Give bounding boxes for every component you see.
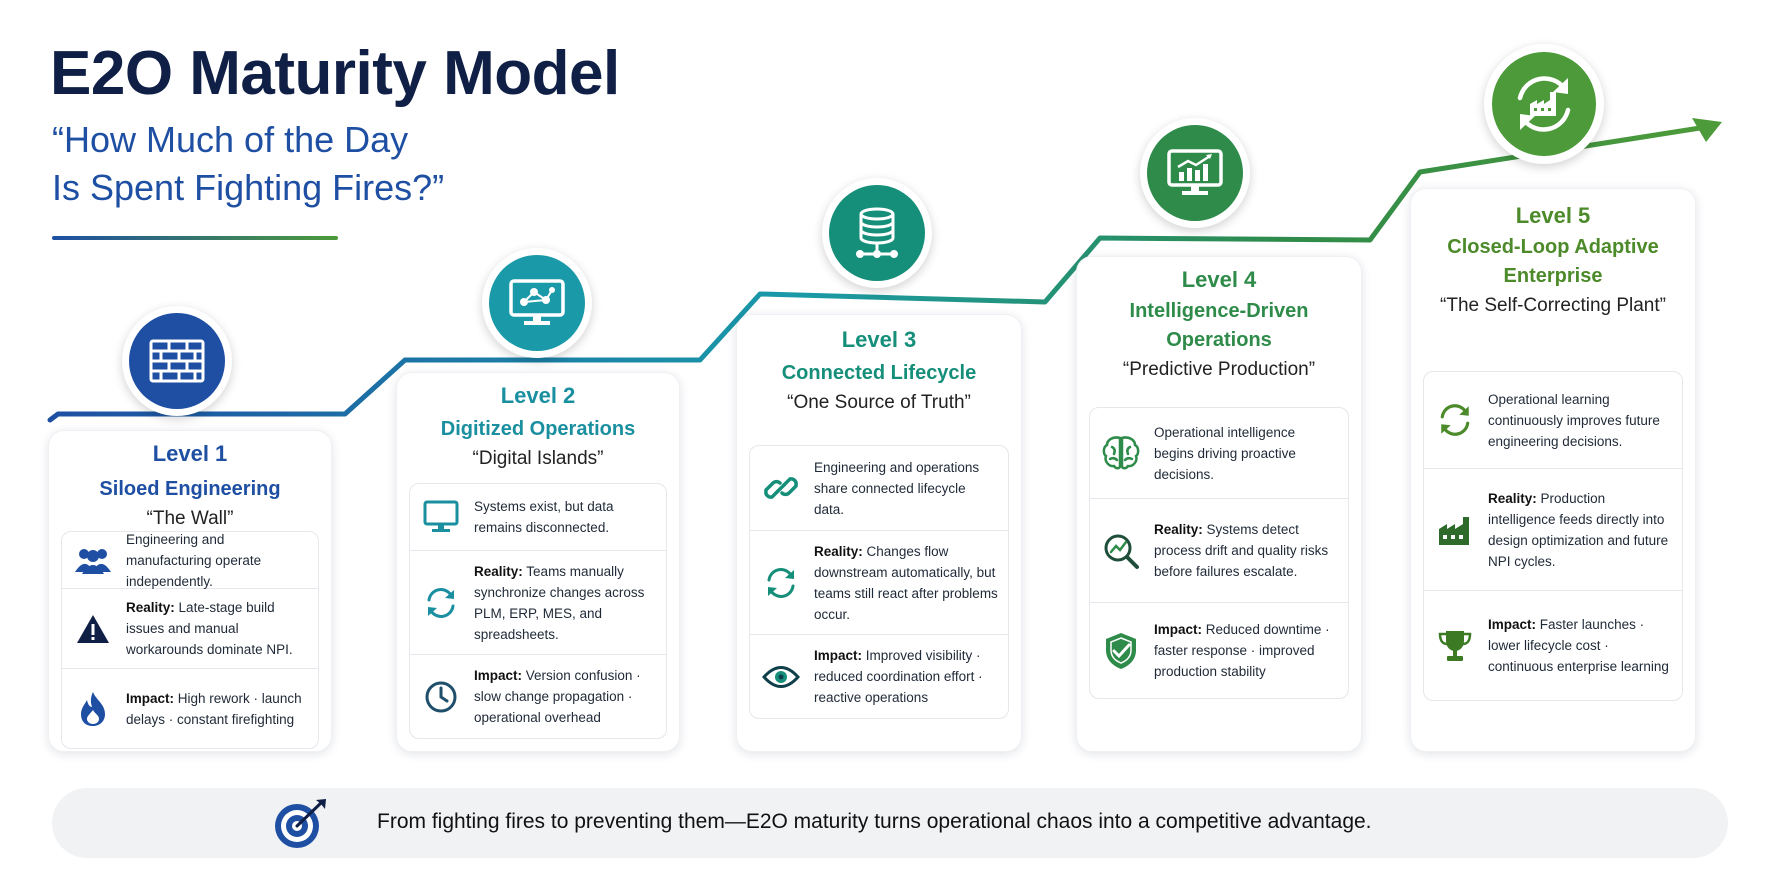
- level-3-header: Level 3 Connected Lifecycle “One Source …: [737, 315, 1021, 414]
- brick-wall-icon: [129, 313, 225, 409]
- level-5-items: Operational learning continuously improv…: [1423, 371, 1683, 701]
- level-5-name-line-1: Closed-Loop Adaptive: [1447, 236, 1659, 258]
- level-4-badge: [1140, 118, 1250, 228]
- level-2-tagline: “Digital Islands”: [472, 448, 604, 469]
- list-item: Impact: Faster launches · lower lifecycl…: [1424, 590, 1682, 700]
- eye-icon: [758, 664, 804, 690]
- level-1-tagline: “The Wall”: [146, 508, 234, 529]
- list-item: Reality: Late-stage build issues and man…: [62, 588, 318, 668]
- item-text: Operational learning continuously improv…: [1488, 391, 1660, 449]
- level-3-card: Level 3 Connected Lifecycle “One Source …: [736, 314, 1022, 752]
- link-icon: [758, 471, 804, 505]
- people-icon: [70, 546, 116, 574]
- level-1-number: Level 1: [152, 441, 228, 466]
- subtitle-line-1: “How Much of the Day: [52, 119, 409, 160]
- item-text: Reality: Production intelligence feeds d…: [1488, 490, 1669, 569]
- level-2-name: Digitized Operations: [440, 418, 636, 440]
- level-1-header: Level 1 Siloed Engineering “The Wall”: [49, 431, 331, 530]
- level-2-card: Level 2 Digitized Operations “Digital Is…: [396, 372, 680, 752]
- level-4-tagline: “Predictive Production”: [1122, 359, 1316, 380]
- item-text: Engineering and manufacturing operate in…: [126, 531, 262, 589]
- cycle-icon: [1432, 402, 1478, 438]
- list-item: Impact: High rework · launch delays · co…: [62, 668, 318, 748]
- item-text: Impact: Reduced downtime · faster respon…: [1154, 622, 1330, 679]
- list-item: Impact: Improved visibility · reduced co…: [750, 634, 1008, 718]
- trophy-icon: [1432, 628, 1478, 664]
- list-item: Reality: Teams manually synchronize chan…: [410, 550, 666, 654]
- level-1-name: Siloed Engineering: [99, 478, 281, 500]
- item-text: Reality: Changes flow downstream automat…: [814, 543, 998, 622]
- brain-icon: [1098, 435, 1144, 471]
- page-subtitle: “How Much of the Day Is Spent Fighting F…: [52, 116, 444, 212]
- subtitle-line-2: Is Spent Fighting Fires?”: [52, 167, 445, 208]
- level-5-name-line-2: Enterprise: [1503, 265, 1603, 287]
- shield-check-icon: [1098, 631, 1144, 671]
- list-item: Systems exist, but data remains disconne…: [410, 484, 666, 550]
- monitor-icon: [418, 500, 464, 534]
- clock-icon: [418, 680, 464, 714]
- level-2-items: Systems exist, but data remains disconne…: [409, 483, 667, 739]
- level-5-badge: [1484, 44, 1604, 164]
- database-icon: [829, 185, 925, 281]
- level-3-tagline: “One Source of Truth”: [787, 392, 971, 413]
- level-3-items: Engineering and operations share connect…: [749, 445, 1009, 719]
- item-text: Systems exist, but data remains disconne…: [474, 499, 614, 535]
- list-item: Reality: Systems detect process drift an…: [1090, 498, 1348, 602]
- item-text: Operational intelligence begins driving …: [1154, 424, 1296, 482]
- warning-icon: [70, 614, 116, 644]
- item-text: Impact: Improved visibility · reduced co…: [814, 648, 983, 705]
- level-1-items: Engineering and manufacturing operate in…: [61, 531, 319, 749]
- factory-icon: [1432, 513, 1478, 547]
- title-underline: [52, 236, 338, 240]
- list-item: Impact: Reduced downtime · faster respon…: [1090, 602, 1348, 698]
- factory-cycle-icon: [1492, 52, 1596, 156]
- item-text: Impact: Version confusion · slow change …: [474, 668, 641, 725]
- level-4-items: Operational intelligence begins driving …: [1089, 407, 1349, 699]
- level-5-header: Level 5 Closed-Loop Adaptive Enterprise …: [1411, 189, 1695, 317]
- level-3-number: Level 3: [841, 327, 917, 352]
- level-1-badge: [122, 306, 232, 416]
- level-5-number: Level 5: [1515, 203, 1591, 228]
- monitor-network-icon: [489, 255, 585, 351]
- level-4-name-line-1: Intelligence-Driven: [1129, 300, 1309, 322]
- item-text: Impact: Faster launches · lower lifecycl…: [1488, 617, 1669, 674]
- level-2-badge: [482, 248, 592, 358]
- list-item: Operational learning continuously improv…: [1424, 372, 1682, 468]
- level-4-name-line-2: Operations: [1166, 329, 1272, 351]
- list-item: Engineering and manufacturing operate in…: [62, 532, 318, 589]
- item-text: Impact: High rework · launch delays · co…: [126, 690, 302, 727]
- level-1-card: Level 1 Siloed Engineering “The Wall” En…: [48, 430, 332, 752]
- staircase-arrowhead: [1692, 118, 1722, 142]
- target-icon: [272, 797, 330, 856]
- footer-text: From fighting fires to preventing them—E…: [377, 810, 1372, 833]
- level-3-name: Connected Lifecycle: [781, 362, 977, 384]
- list-item: Impact: Version confusion · slow change …: [410, 654, 666, 738]
- level-2-number: Level 2: [500, 383, 576, 408]
- list-item: Engineering and operations share connect…: [750, 446, 1008, 530]
- item-text: Reality: Late-stage build issues and man…: [126, 600, 293, 657]
- page-title: E2O Maturity Model: [50, 39, 620, 108]
- sync-icon: [418, 586, 464, 620]
- level-2-header: Level 2 Digitized Operations “Digital Is…: [397, 373, 679, 470]
- list-item: Reality: Changes flow downstream automat…: [750, 530, 1008, 634]
- analytics-monitor-icon: [1147, 125, 1243, 221]
- level-4-number: Level 4: [1181, 267, 1257, 292]
- sync-icon: [758, 566, 804, 600]
- magnifier-trend-icon: [1098, 532, 1144, 570]
- staircase-line: [47, 125, 1703, 423]
- level-3-badge: [822, 178, 932, 288]
- level-5-tagline: “The Self-Correcting Plant”: [1440, 295, 1666, 316]
- list-item: Operational intelligence begins driving …: [1090, 408, 1348, 498]
- level-4-card: Level 4 Intelligence-Driven Operations “…: [1076, 256, 1362, 752]
- item-text: Reality: Systems detect process drift an…: [1154, 522, 1329, 579]
- level-5-card: Level 5 Closed-Loop Adaptive Enterprise …: [1410, 188, 1696, 752]
- level-4-header: Level 4 Intelligence-Driven Operations “…: [1077, 257, 1361, 381]
- item-text: Engineering and operations share connect…: [814, 459, 980, 517]
- list-item: Reality: Production intelligence feeds d…: [1424, 468, 1682, 590]
- fire-icon: [70, 691, 116, 727]
- item-text: Reality: Teams manually synchronize chan…: [474, 563, 645, 642]
- footer-banner: From fighting fires to preventing them—E…: [52, 788, 1728, 858]
